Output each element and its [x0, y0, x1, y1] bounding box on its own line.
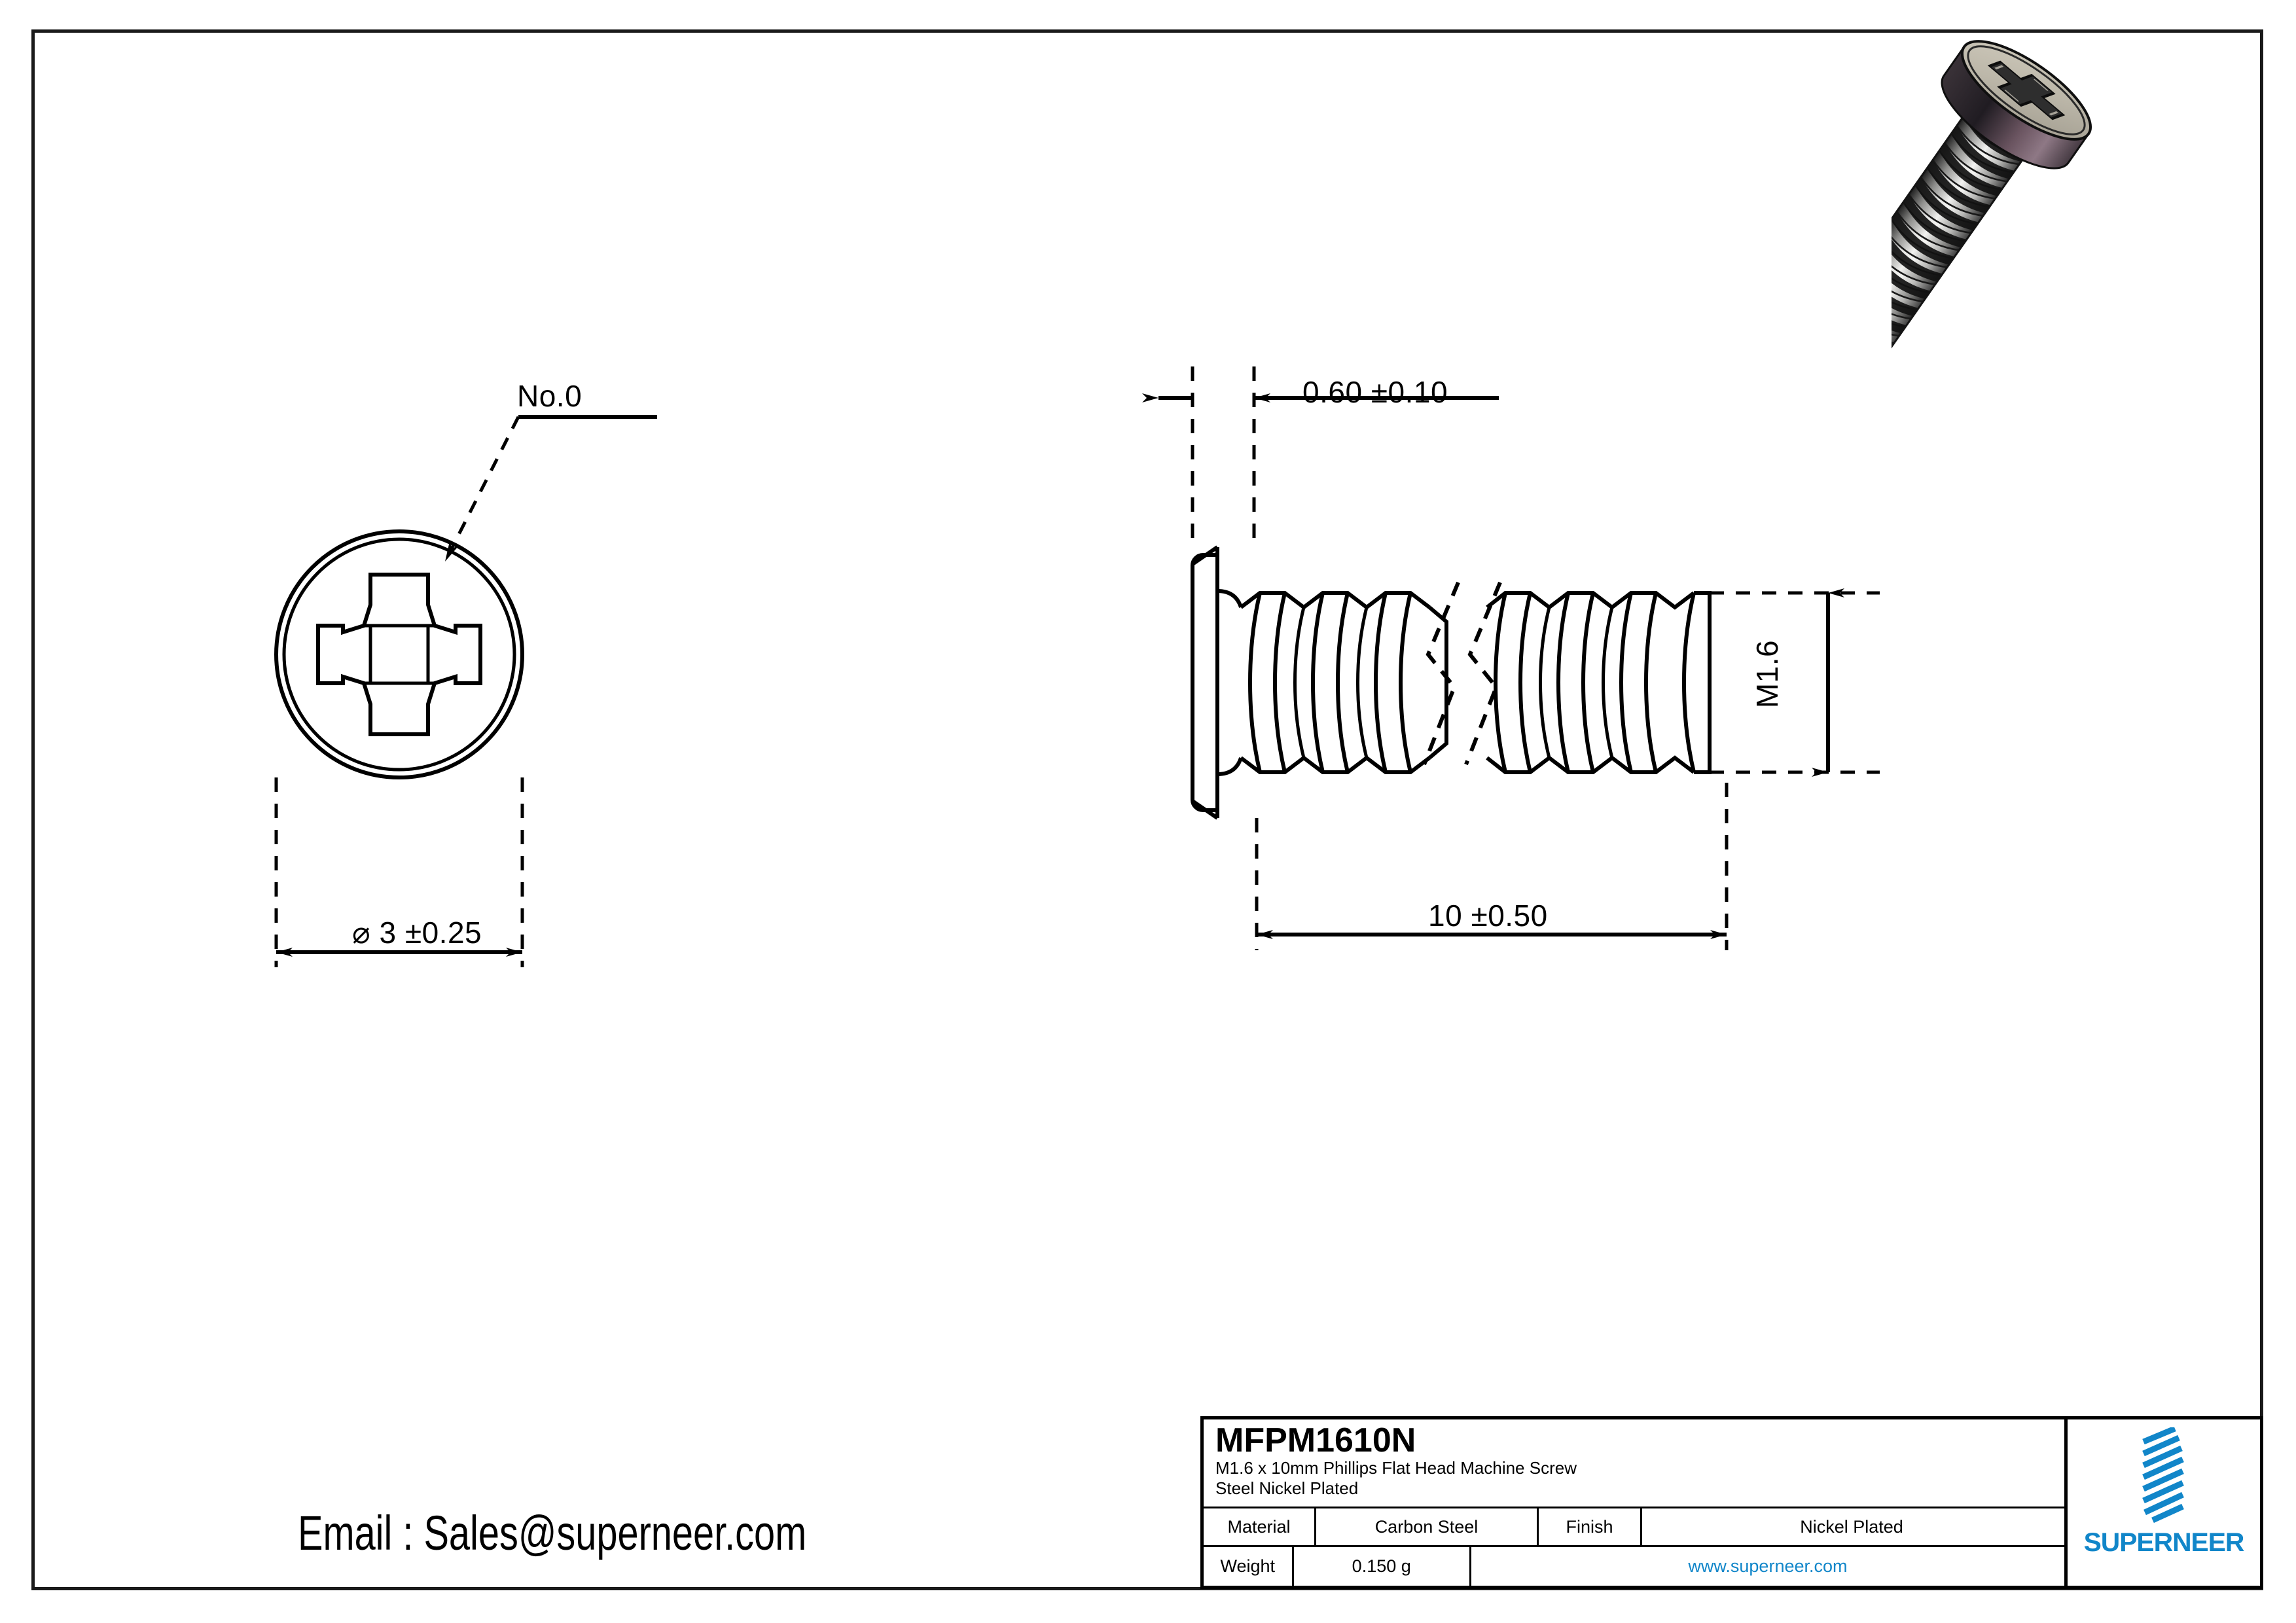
driver-size-callout-label: No.0 — [517, 379, 583, 413]
diagonal-bars-logo-icon — [2142, 1427, 2185, 1523]
head-thickness-label: 0.60 ±0.10 — [1302, 375, 1448, 409]
part-description-line-1: M1.6 x 10mm Phillips Flat Head Machine S… — [1215, 1458, 1577, 1478]
finish-label: Finish — [1539, 1508, 1642, 1546]
website-link[interactable]: www.superneer.com — [1688, 1556, 1848, 1577]
head-diameter-label: ⌀ 3 ±0.25 — [352, 916, 482, 950]
material-label: Material — [1204, 1508, 1316, 1546]
material-value: Carbon Steel — [1316, 1508, 1539, 1546]
finish-value: Nickel Plated — [1800, 1516, 1903, 1537]
overall-length-label: 10 ±0.50 — [1428, 899, 1548, 933]
part-number: MFPM1610N — [1215, 1421, 1416, 1459]
title-block: MFPM1610N M1.6 x 10mm Phillips Flat Head… — [1200, 1416, 2263, 1589]
thread-size-label: M1.6 — [1750, 639, 1784, 709]
contact-email-text: Email : Sales@superneer.com — [298, 1506, 807, 1560]
brand-logo-cell: SUPERNEER — [2068, 1419, 2260, 1586]
weight-value: 0.150 g — [1294, 1547, 1471, 1586]
title-block-main: MFPM1610N M1.6 x 10mm Phillips Flat Head… — [1204, 1419, 2068, 1586]
part-description-line-2: Steel Nickel Plated — [1215, 1478, 1359, 1498]
title-block-description-area: MFPM1610N M1.6 x 10mm Phillips Flat Head… — [1204, 1419, 2064, 1509]
drawing-frame-border — [31, 29, 2263, 1590]
title-block-row-material: Material Carbon Steel Finish Nickel Plat… — [1204, 1508, 2064, 1548]
brand-wordmark: SUPERNEER — [2083, 1528, 2245, 1557]
title-block-row-weight: Weight 0.150 g www.superneer.com — [1204, 1547, 2064, 1586]
weight-label: Weight — [1204, 1547, 1294, 1586]
